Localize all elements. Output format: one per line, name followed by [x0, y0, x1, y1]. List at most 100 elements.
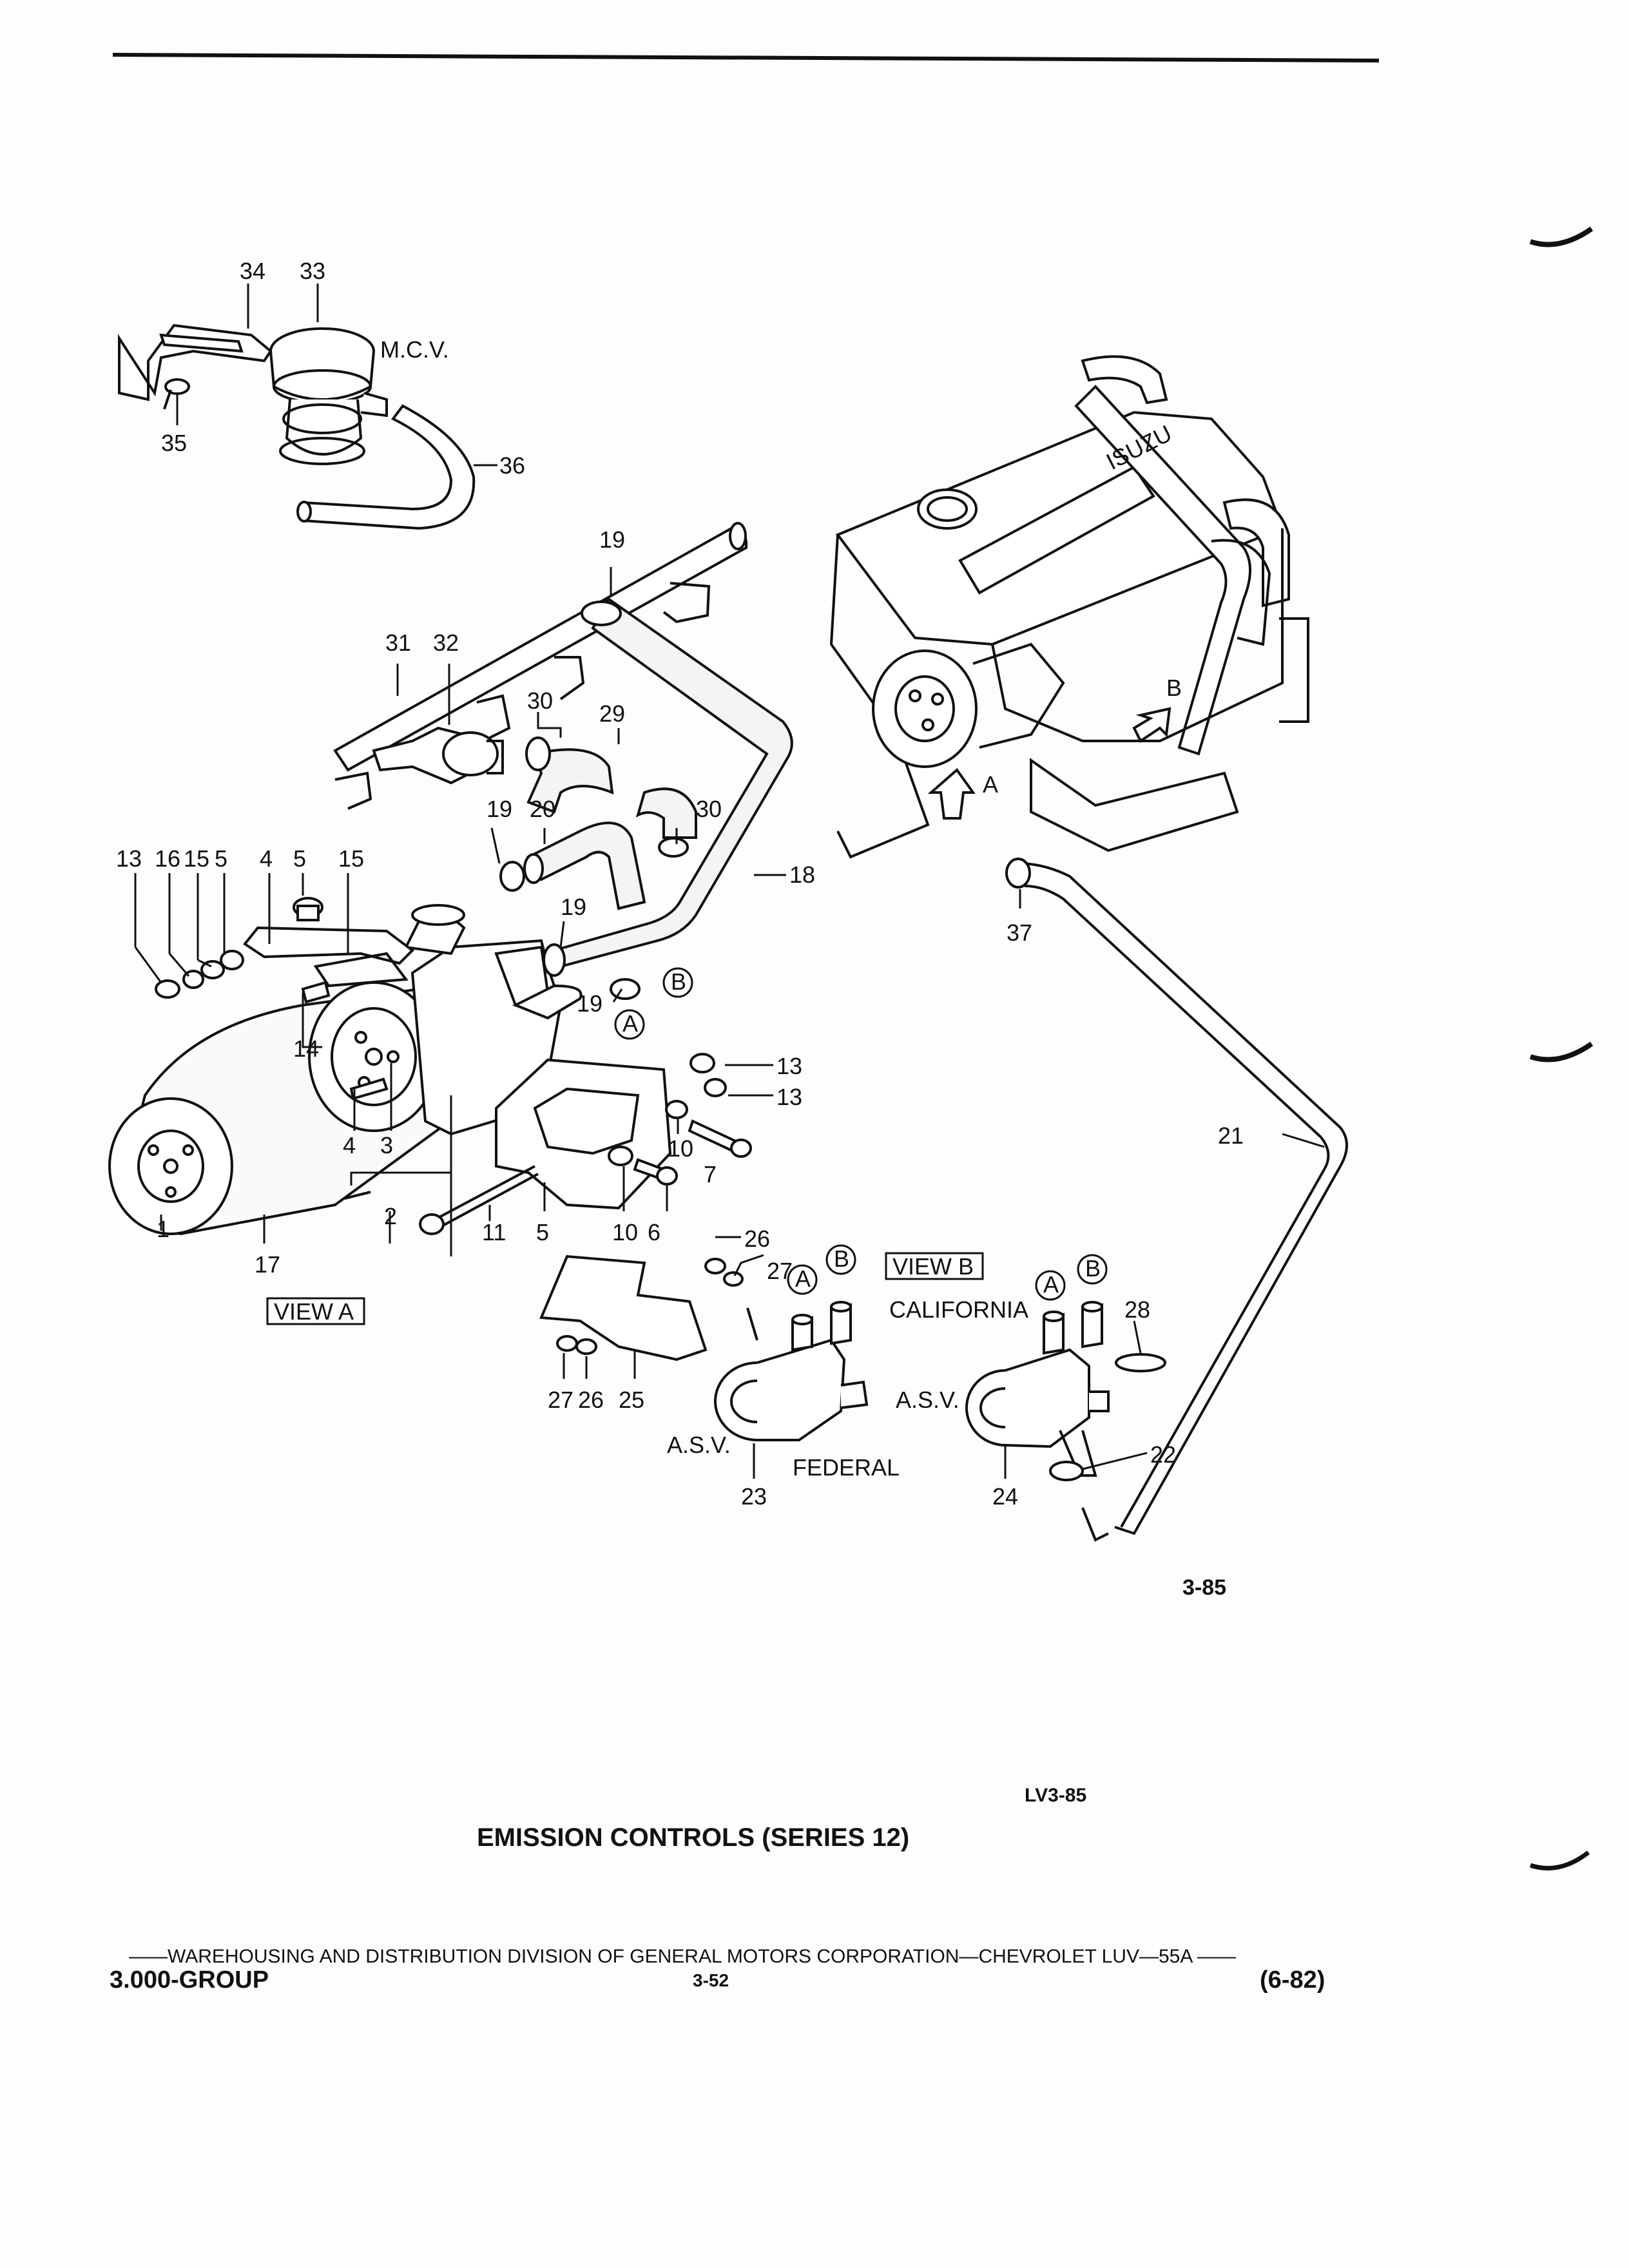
- callout: 30: [696, 796, 722, 822]
- callout: 1: [157, 1216, 169, 1242]
- callout: 27: [767, 1258, 793, 1284]
- callout: 17: [255, 1251, 280, 1278]
- callout: 27: [548, 1387, 574, 1413]
- marker-a: A: [795, 1265, 811, 1292]
- page-number: 3-52: [693, 1970, 729, 1990]
- callout: 26: [578, 1387, 604, 1413]
- callout: 7: [704, 1161, 717, 1187]
- callout: 35: [161, 430, 187, 456]
- washer-10: [665, 1100, 688, 1119]
- group-code: 3.000-GROUP: [110, 1966, 269, 1994]
- callout: 33: [300, 258, 325, 284]
- callout: 19: [487, 796, 512, 822]
- marker-b: B: [1085, 1255, 1101, 1282]
- callout: 32: [433, 629, 459, 656]
- marker-b: B: [834, 1245, 849, 1272]
- callout: 5: [293, 845, 306, 872]
- callout: 10: [668, 1135, 693, 1162]
- callout: 36: [499, 452, 525, 479]
- callout: 31: [385, 629, 411, 656]
- clamp-22: [1049, 1461, 1084, 1481]
- view-b-box: [885, 1252, 984, 1280]
- view-a-box: [266, 1297, 365, 1325]
- callout: 20: [530, 796, 555, 822]
- hose-20: [526, 822, 646, 910]
- marker-b-circle: [1077, 1254, 1108, 1285]
- callout: 23: [741, 1483, 767, 1510]
- callout: 18: [789, 861, 815, 888]
- callout: 22: [1150, 1441, 1176, 1468]
- washer-12: [704, 1078, 727, 1097]
- mount-bracket-5: [495, 1058, 672, 1210]
- callout: 37: [1007, 919, 1032, 946]
- marker-a: A: [622, 1010, 638, 1037]
- clip-28: [1115, 1353, 1166, 1372]
- drawing-id: LV3-85: [1025, 1785, 1087, 1806]
- callout: 21: [1218, 1122, 1244, 1149]
- asv-california-assembly: [965, 1301, 1166, 1481]
- callout: 13: [116, 845, 142, 872]
- hose-21: [1081, 1136, 1342, 1542]
- engine-marker-b: B: [1166, 675, 1182, 701]
- engine-air-pump: [872, 649, 978, 768]
- callout: 19: [599, 526, 625, 553]
- bracket-25: [539, 1254, 708, 1361]
- bolt-11: [438, 1165, 535, 1219]
- engine-marker-a: A: [983, 771, 998, 798]
- air-pump-assembly: [108, 897, 752, 1236]
- callout: 15: [338, 845, 364, 872]
- callout: 19: [577, 990, 602, 1017]
- binding-mark: [1529, 226, 1594, 247]
- callout: 10: [612, 1219, 638, 1245]
- view-a-caption: VIEW A: [274, 1298, 354, 1325]
- binding-mark: [1529, 1850, 1590, 1870]
- bracket-6: [243, 926, 415, 965]
- marker-a-circle: [787, 1264, 818, 1295]
- callout: 29: [599, 700, 625, 727]
- callout: 5: [536, 1219, 549, 1245]
- page-title: EMISSION CONTROLS (SERIES 12): [477, 1823, 910, 1852]
- footer-line: ——WAREHOUSING AND DISTRIBUTION DIVISION …: [129, 1946, 1237, 1967]
- marker-b-circle: [825, 1244, 856, 1275]
- callout: 3: [380, 1132, 393, 1158]
- figure-code: 3-85: [1182, 1575, 1227, 1600]
- leader-lines: [134, 284, 1325, 1479]
- marker-b: B: [671, 968, 686, 995]
- view-b-arrow: [1132, 707, 1171, 743]
- bracket-34: [118, 323, 273, 401]
- federal-caption: FEDERAL: [793, 1454, 900, 1481]
- view-a-arrow: [927, 768, 976, 820]
- callout: 26: [744, 1225, 770, 1252]
- hose-29: [526, 748, 614, 814]
- marker-a-circle: [614, 1009, 645, 1040]
- marker-a: A: [1043, 1271, 1059, 1298]
- callout: 16: [155, 845, 180, 872]
- callout: 11: [482, 1219, 506, 1245]
- callout: 5: [215, 845, 227, 872]
- callout: 14: [293, 1035, 319, 1062]
- engine-illustration: [829, 355, 1348, 1167]
- air-manifold-assembly: [333, 522, 748, 810]
- callout: 2: [384, 1203, 397, 1229]
- hose-36: [302, 404, 476, 530]
- clamp-19: [610, 978, 641, 1000]
- hose-21-upper: [1017, 862, 1348, 1167]
- bolt-8: [656, 1166, 678, 1186]
- mcv-caption: M.C.V.: [380, 336, 449, 363]
- asv-california-caption: A.S.V.: [896, 1387, 959, 1413]
- washer-10b: [608, 1146, 633, 1166]
- marker-a-circle: [1035, 1270, 1066, 1301]
- nut-7: [220, 950, 244, 970]
- callout: 13: [776, 1084, 802, 1110]
- callout: 15: [184, 845, 209, 872]
- revision-date: (6-82): [1260, 1966, 1325, 1994]
- callout: 24: [992, 1483, 1018, 1510]
- callout: 30: [527, 687, 553, 714]
- callout: 4: [343, 1132, 356, 1158]
- callout: 34: [240, 258, 265, 284]
- mcv-assembly: [118, 323, 476, 530]
- nut-13-right: [689, 1053, 715, 1073]
- nut-13: [155, 979, 180, 999]
- callout-numbers: 34 33 35 36 19 31 32 30 29 19 20 30 18 1…: [116, 258, 1244, 1510]
